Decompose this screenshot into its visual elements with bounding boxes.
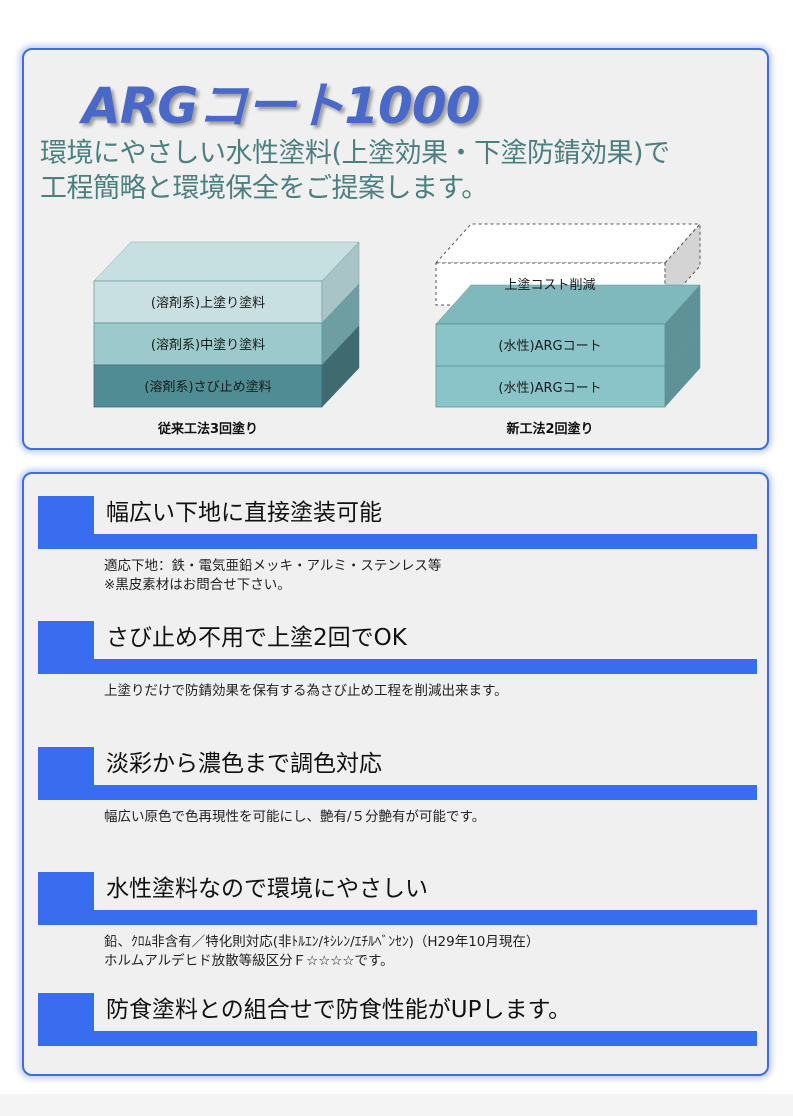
conventional-layer-label: (溶剤系)中塗り塗料 xyxy=(151,337,265,353)
product-logo: ARGコート1000 xyxy=(82,77,480,135)
feature-underline xyxy=(38,785,757,800)
feature-underline xyxy=(38,534,757,549)
feature-description-line: ホルムアルデヒド放散等級区分Ｆ☆☆☆☆です。 xyxy=(104,953,394,969)
new-method-layer-bottom xyxy=(435,365,666,408)
feature-underline xyxy=(38,910,757,925)
feature-underline xyxy=(38,659,757,674)
feature-description-line: 鉛、ｸﾛﾑ非含有／特化則対応(非ﾄﾙｴﾝ/ｷｼﾚﾝ/ｴﾁﾙﾍﾞﾝｾﾝ)（H29年… xyxy=(104,934,540,950)
intro-panel: ARGコート1000 環境にやさしい水性塗料(上塗効果・下塗防錆効果)で 工程簡… xyxy=(22,48,769,450)
feature-description-line: 適応下地：鉄・電気亜鉛メッキ・アルミ・ステンレス等 xyxy=(104,558,442,574)
feature-description: 適応下地：鉄・電気亜鉛メッキ・アルミ・ステンレス等 ※黒皮素材はお問合せ下さい。 xyxy=(104,557,441,595)
feature-description-line: 幅広い原色で色再現性を可能にし、艶有/５分艶有が可能です。 xyxy=(104,809,486,825)
new-method-caption: 新工法2回塗り xyxy=(506,421,593,437)
feature-title: 水性塗料なので環境にやさしい xyxy=(106,876,428,902)
new-method-stack: 上塗コスト削減 (水性)ARGコート (水性)ARGコート 新工法2回塗り xyxy=(434,222,702,437)
tagline-line-2: 工程簡略と環境保全をご提案します。 xyxy=(40,173,488,204)
feature-title: 幅広い下地に直接塗装可能 xyxy=(106,500,382,526)
feature-description: 上塗りだけで防錆効果を保有する為さび止め工程を削減出来ます。 xyxy=(104,682,508,701)
conventional-caption: 従来工法3回塗り xyxy=(157,421,258,437)
new-method-layer-label: (水性)ARGコート xyxy=(498,339,601,354)
feature-underline xyxy=(38,1031,757,1046)
tagline-line-1: 環境にやさしい水性塗料(上塗効果・下塗防錆効果)で xyxy=(40,138,670,169)
features-panel: 幅広い下地に直接塗装可能 適応下地：鉄・電気亜鉛メッキ・アルミ・ステンレス等 ※… xyxy=(22,472,769,1076)
conventional-stack: (溶剤系)上塗り塗料 (溶剤系)中塗り塗料 (溶剤系)さび止め塗料 従来工法3回… xyxy=(93,241,360,437)
feature-title: 防食塗料との組合せで防食性能がUPします。 xyxy=(106,997,572,1023)
feature-title: 淡彩から濃色まで調色対応 xyxy=(106,751,382,777)
tagline: 環境にやさしい水性塗料(上塗効果・下塗防錆効果)で 工程簡略と環境保全をご提案し… xyxy=(40,136,755,206)
feature-title: さび止め不用で上塗2回でOK xyxy=(106,625,407,651)
coating-comparison-diagram: (溶剤系)上塗り塗料 (溶剤系)中塗り塗料 (溶剤系)さび止め塗料 従来工法3回… xyxy=(93,222,702,437)
new-method-layer-bottom-side xyxy=(664,326,701,408)
conventional-top-face xyxy=(93,241,360,282)
feature-description-line: 上塗りだけで防錆効果を保有する為さび止め工程を削減出来ます。 xyxy=(104,683,508,699)
conventional-layer-bottom xyxy=(93,364,323,408)
feature-description-line: ※黒皮素材はお問合せ下さい。 xyxy=(104,577,291,593)
conventional-layer-bottom-side xyxy=(321,325,360,408)
conventional-layer-label: (溶剤系)上塗り塗料 xyxy=(151,295,265,311)
cost-reduction-label: 上塗コスト削減 xyxy=(504,277,595,293)
cost-block-top-face xyxy=(434,223,702,264)
new-method-layer-label: (水性)ARGコート xyxy=(498,381,601,396)
conventional-layer-label: (溶剤系)さび止め塗料 xyxy=(144,379,271,395)
feature-description: 幅広い原色で色再現性を可能にし、艶有/５分艶有が可能です。 xyxy=(104,808,485,827)
page-footer-strip xyxy=(0,1094,793,1116)
feature-description: 鉛、ｸﾛﾑ非含有／特化則対応(非ﾄﾙｴﾝ/ｷｼﾚﾝ/ｴﾁﾙﾍﾞﾝｾﾝ)（H29年… xyxy=(104,933,539,971)
conventional-layer-mid xyxy=(93,322,323,366)
